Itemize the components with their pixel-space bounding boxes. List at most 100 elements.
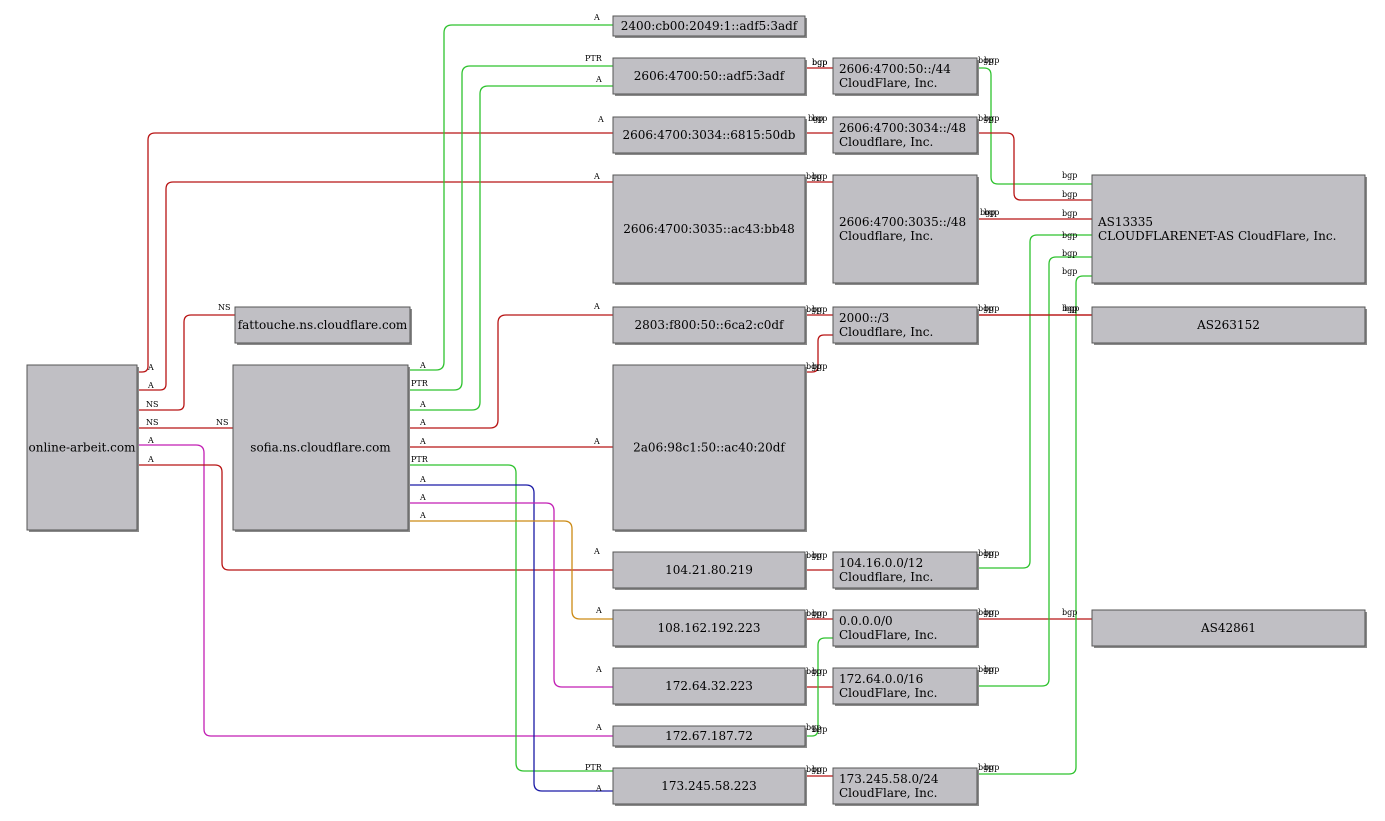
edge-end-label: bgp <box>978 114 993 123</box>
edge-label: bgp <box>812 551 827 560</box>
edge-label: A <box>595 75 602 84</box>
node-label: 2a06:98c1:50::ac40:20df <box>633 441 786 455</box>
edge-end-label: bgp <box>978 608 993 617</box>
node-box <box>612 609 806 647</box>
edge-label: A <box>595 665 602 674</box>
edge-bgp-29: bgp <box>977 234 1092 569</box>
node-box <box>612 725 806 747</box>
edge-end-label: A <box>419 361 426 370</box>
node-label: 2400:cb00:2049:1::adf5:3adf <box>621 19 799 33</box>
edge-end-label: bgp <box>978 56 993 65</box>
edge-end-label: bgp <box>806 723 821 732</box>
node-ip-108-162-192-223[interactable]: 108.162.192.223 <box>612 609 807 648</box>
edge-end-label: bgp <box>1062 209 1077 218</box>
edge-label: bgp <box>812 725 827 734</box>
edge-end-label: bgp <box>808 114 823 123</box>
edge-ns-3: NS <box>138 418 233 429</box>
edge-bgp-28: bgp <box>977 56 1092 185</box>
node-ip-2606-4700-3034[interactable]: 2606:4700:3034::6815:50db <box>612 116 807 155</box>
node-label: AS42861 <box>1200 621 1256 635</box>
edge-end-label: A <box>419 493 426 502</box>
edge-line <box>977 132 1092 201</box>
edge-bgp-17: bgp <box>805 172 833 183</box>
edge-label: bgp <box>812 305 827 314</box>
node-ip-173-245-58-223[interactable]: 173.245.58.223 <box>612 767 807 806</box>
edge-bgp-26: bgp <box>977 608 1092 620</box>
edge-end-label: bgp <box>1062 171 1077 180</box>
node-box <box>832 174 978 284</box>
edge-label: A <box>593 172 600 181</box>
node-ip-2606-4700-3035[interactable]: 2606:4700:3035::ac43:bb48 <box>612 174 807 285</box>
node-label: 104.16.0.0/12 <box>839 556 923 570</box>
node-label: 172.64.32.223 <box>665 679 753 693</box>
edge-end-label: bgp <box>806 305 821 314</box>
edge-end-label: A <box>419 418 426 427</box>
node-as42861[interactable]: AS42861 <box>1091 609 1367 648</box>
edge-end-label: bgp <box>806 765 821 774</box>
node-ip-2606-4700-50[interactable]: 2606:4700:50::adf5:3adf <box>612 57 807 96</box>
node-ip-104-21-80-219[interactable]: 104.21.80.219 <box>612 551 807 590</box>
node-fattouche-ns[interactable]: fattouche.ns.cloudflare.com <box>234 306 412 345</box>
node-box <box>832 116 978 154</box>
node-box <box>612 306 806 344</box>
node-label: Cloudflare, Inc. <box>839 135 933 149</box>
node-label: CloudFlare, Inc. <box>839 786 937 800</box>
edge-end-label: A <box>419 400 426 409</box>
node-ip-2400-cb00[interactable]: 2400:cb00:2049:1::adf5:3adf <box>612 15 807 38</box>
edge-label: bgp <box>812 114 827 123</box>
node-sofia-ns[interactable]: sofia.ns.cloudflare.com <box>232 364 410 532</box>
node-box <box>612 174 806 284</box>
node-label: 173.245.58.223 <box>661 779 756 793</box>
edge-end-label: A <box>147 381 154 390</box>
edge-line <box>408 24 613 371</box>
edge-end-label: PTR <box>411 455 429 464</box>
node-label: Cloudflare, Inc. <box>839 325 933 339</box>
node-box <box>832 306 978 344</box>
edge-end-label: A <box>147 455 154 464</box>
node-ip-2803-f800[interactable]: 2803:f800:50::6ca2:c0df <box>612 306 807 345</box>
edge-bgp-30: bgp <box>977 256 1092 687</box>
edge-line <box>408 65 613 391</box>
node-box <box>832 551 978 589</box>
node-ip-2a06-98c1[interactable]: 2a06:98c1:50::ac40:20df <box>612 364 807 532</box>
node-box <box>832 667 978 705</box>
edge-bgp-15: bgp <box>805 58 833 69</box>
node-label: 2606:4700:3035::ac43:bb48 <box>623 222 795 236</box>
edge-label: bgp <box>812 667 827 676</box>
node-label: 172.67.187.72 <box>665 729 753 743</box>
edge-line <box>408 314 613 429</box>
edge-a-10: A <box>408 437 613 448</box>
node-label: fattouche.ns.cloudflare.com <box>238 318 408 332</box>
node-as263152[interactable]: AS263152 <box>1091 306 1367 345</box>
node-online-arbeit.com[interactable]: online-arbeit.com <box>26 364 139 532</box>
node-box <box>1091 174 1366 284</box>
node-label: AS263152 <box>1196 318 1260 332</box>
node-label: online-arbeit.com <box>29 441 137 455</box>
node-label: CloudFlare, Inc. <box>839 686 937 700</box>
node-ip-172-64-32-223[interactable]: 172.64.32.223 <box>612 667 807 706</box>
edge-label: bgp <box>984 763 999 772</box>
edge-end-label: bgp <box>978 549 993 558</box>
edge-line <box>977 234 1092 569</box>
node-label: 173.245.58.0/24 <box>839 772 939 786</box>
edge-end-label: bgp <box>806 551 821 560</box>
edge-label: bgp <box>984 304 999 313</box>
edge-label: bgp <box>984 208 999 217</box>
edge-bgp-31: bgp <box>977 275 1092 775</box>
edge-end-label: bgp <box>806 609 821 618</box>
node-box <box>612 551 806 589</box>
edge-label: A <box>593 437 600 446</box>
node-ip-172-67-187-72[interactable]: 172.67.187.72 <box>612 725 807 748</box>
edge-end-label: bgp <box>1062 267 1077 276</box>
node-box <box>832 609 978 647</box>
